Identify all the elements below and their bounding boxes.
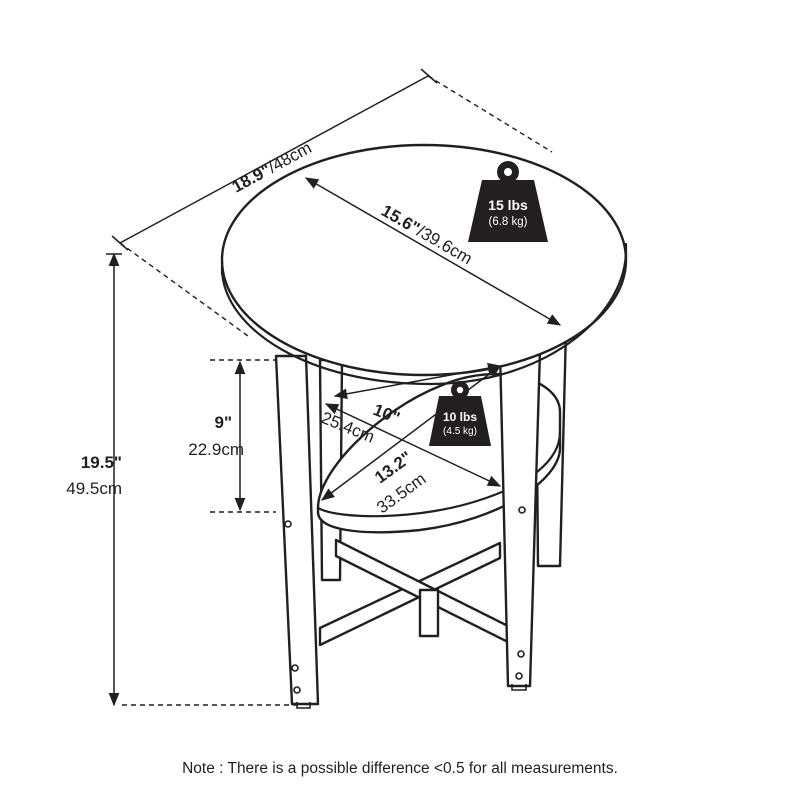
total-height-imperial: 19.5" bbox=[81, 453, 122, 472]
total-height-metric: 49.5cm bbox=[66, 479, 122, 498]
shelf-weight-kg: (4.5 kg) bbox=[443, 426, 477, 437]
weight-icon: 10 lbs (4.5 kg) bbox=[429, 381, 491, 446]
weight-icon: 15 lbs (6.8 kg) bbox=[468, 161, 548, 242]
top-weight-kg: (6.8 kg) bbox=[489, 216, 528, 228]
measurement-note: Note : There is a possible difference <0… bbox=[182, 760, 618, 777]
shelf-height-metric: 22.9cm bbox=[188, 440, 244, 459]
shelf-height-imperial: 9" bbox=[214, 413, 232, 432]
shelf-weight-lbs: 10 lbs bbox=[443, 410, 477, 424]
top-weight-lbs: 15 lbs bbox=[488, 197, 528, 213]
dimension-lines bbox=[106, 68, 562, 707]
